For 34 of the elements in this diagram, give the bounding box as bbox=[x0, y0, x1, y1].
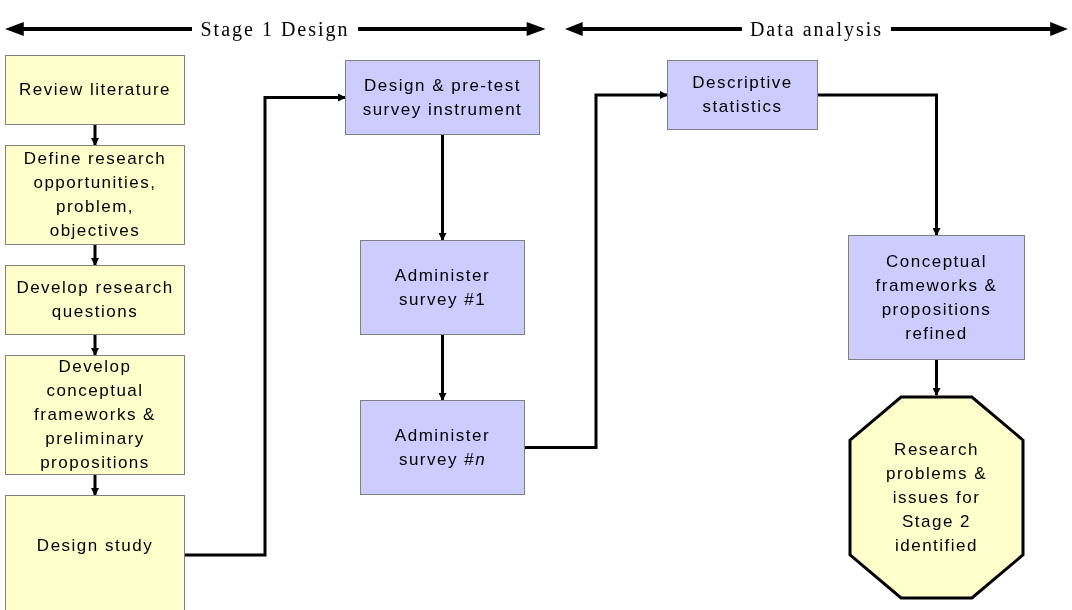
octagon-node bbox=[848, 395, 1025, 600]
arrow bbox=[525, 91, 668, 449]
node-text: Conceptual frameworks & propositions refined bbox=[874, 250, 999, 345]
arrow bbox=[91, 335, 99, 356]
process-box bbox=[5, 495, 185, 610]
process-box bbox=[360, 240, 525, 335]
process-box bbox=[5, 355, 185, 475]
phase-heading: Data analysis bbox=[749, 17, 884, 43]
arrow bbox=[91, 475, 99, 496]
node-text: Review literature bbox=[17, 79, 173, 101]
process-box bbox=[360, 400, 525, 495]
arrow bbox=[91, 125, 99, 146]
arrow bbox=[438, 135, 447, 241]
process-box bbox=[5, 55, 185, 125]
arrow bbox=[438, 335, 447, 401]
process-box bbox=[5, 265, 185, 335]
node-text: Design study bbox=[35, 535, 155, 557]
arrow bbox=[932, 360, 941, 396]
node-text: Research problems & issues for Stage 2 identified bbox=[885, 438, 988, 557]
arrow bbox=[185, 93, 346, 557]
process-box bbox=[848, 235, 1025, 360]
process-box bbox=[667, 60, 818, 130]
node-text: Administer survey #1 bbox=[393, 264, 492, 311]
node-text: Develop research questions bbox=[15, 277, 175, 323]
phase-heading: Stage 1 Design bbox=[200, 17, 350, 43]
arrow bbox=[91, 245, 99, 266]
process-box bbox=[345, 60, 540, 135]
node-text: Administer survey #n bbox=[393, 424, 492, 471]
node-text: Define research opportunities, problem, objectives bbox=[22, 148, 168, 242]
process-box bbox=[5, 145, 185, 245]
node-text: Descriptive statistics bbox=[691, 72, 794, 118]
node-text: Develop conceptual frameworks & preliminary propositions bbox=[33, 356, 157, 474]
node-text: Design & pre-test survey instrument bbox=[361, 74, 524, 121]
arrow bbox=[818, 93, 941, 236]
